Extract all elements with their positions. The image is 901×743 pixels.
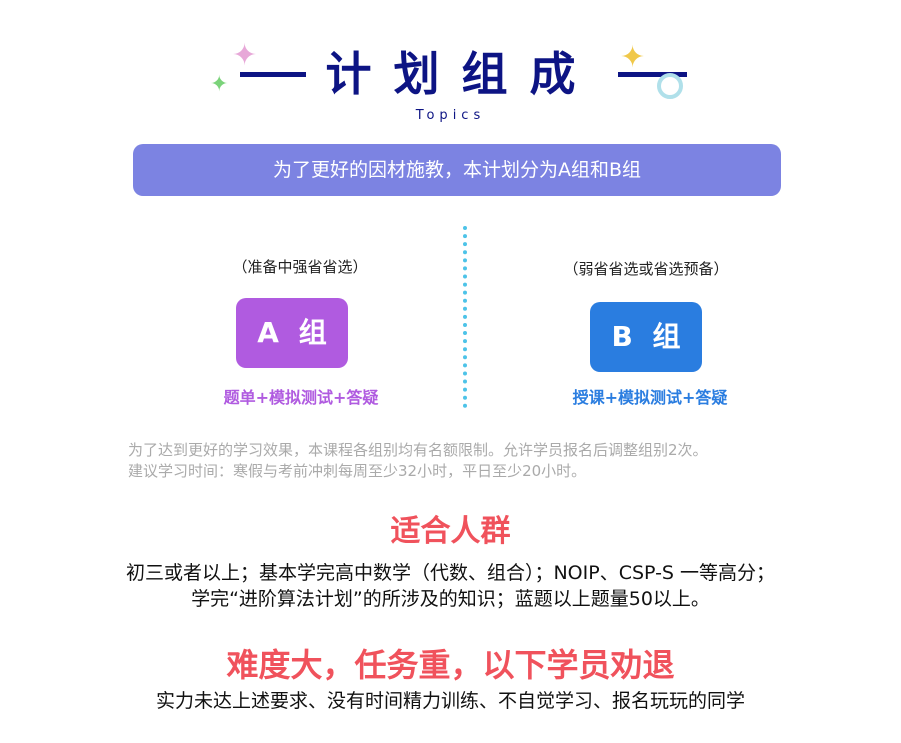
warning-text: 实力未达上述要求、没有时间精力训练、不自觉学习、报名玩玩的同学	[155, 690, 745, 712]
ring-icon	[657, 73, 683, 99]
warning-title: 难度大，任务重，以下学员劝退	[226, 646, 675, 684]
note-line: 建议学习时间：寒假与考前冲刺每周至少32小时，平日至少20小时。	[128, 462, 587, 480]
group-a-note: （准备中强省省选）	[232, 258, 368, 276]
group-a-button[interactable]: A 组	[236, 298, 348, 368]
star-icon: ✦	[210, 72, 229, 97]
audience-line: 学完“进阶算法计划”的所涉及的知识；蓝题以上题量50以上。	[191, 588, 710, 610]
audience-line: 初三或者以上；基本学完高中数学（代数、组合）；NOIP、CSP-S 一等高分；	[125, 562, 776, 584]
intro-banner: 为了更好的因材施教，本计划分为A组和B组	[133, 144, 781, 196]
notes: 为了达到更好的学习效果，本课程各组别均有名额限制。允许学员报名后调整组别2次。 …	[128, 440, 708, 482]
divider	[618, 72, 687, 77]
divider	[240, 72, 306, 77]
star-icon: ✦	[232, 38, 258, 73]
star-icon: ✦	[620, 40, 646, 75]
group-b-note: （弱省省选或省选预备）	[563, 260, 729, 278]
subtitle: Topics	[415, 108, 486, 123]
note-line: 为了达到更好的学习效果，本课程各组别均有名额限制。允许学员报名后调整组别2次。	[128, 441, 708, 459]
audience-text: 初三或者以上；基本学完高中数学（代数、组合）；NOIP、CSP-S 一等高分； …	[0, 560, 901, 612]
group-a-content: 题单+模拟测试+答疑	[223, 388, 379, 407]
audience-title: 适合人群	[390, 514, 511, 549]
separator	[463, 226, 471, 408]
page-title: 计划组成	[325, 47, 598, 101]
group-b-content: 授课+模拟测试+答疑	[572, 388, 728, 407]
group-b-button[interactable]: B 组	[590, 302, 702, 372]
